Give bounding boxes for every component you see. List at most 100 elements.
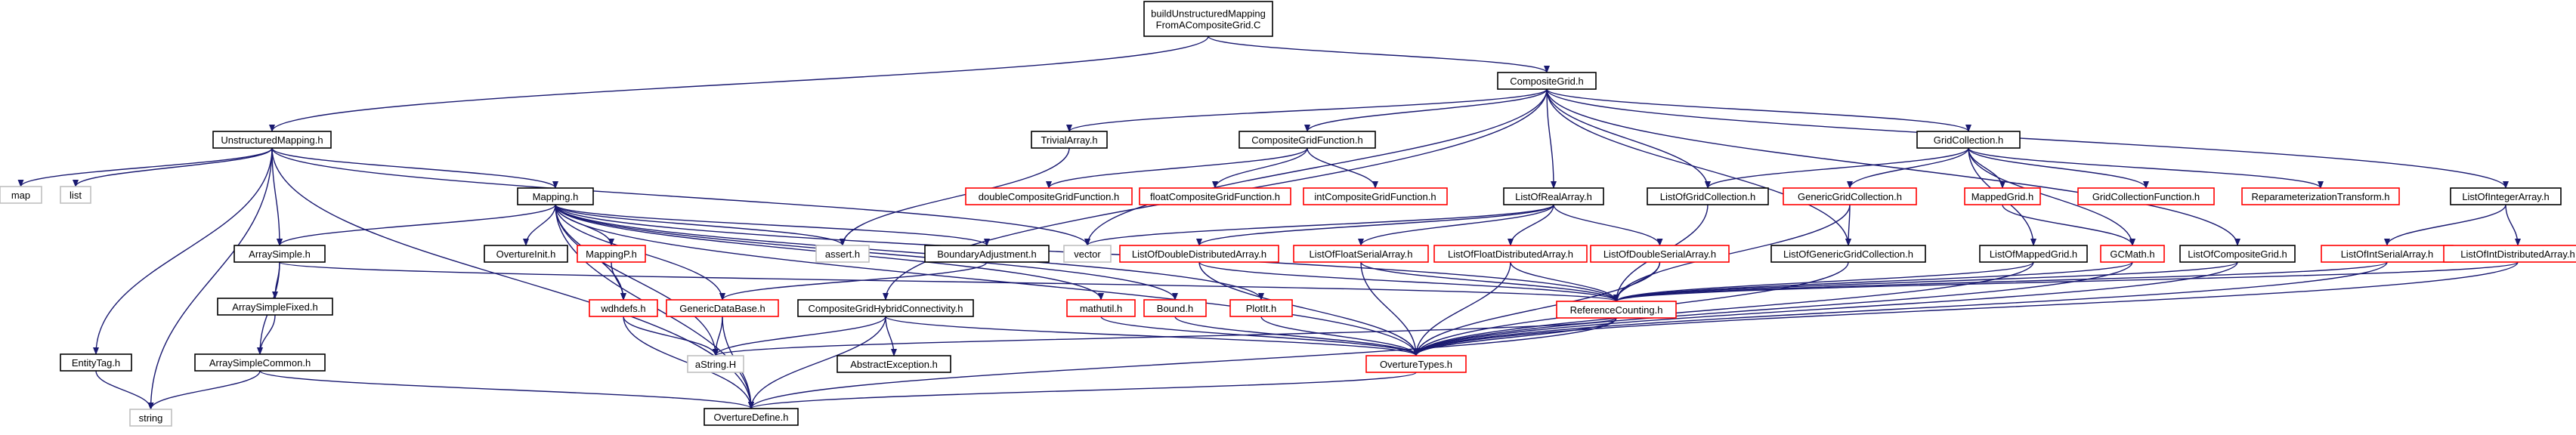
edge-lora-to-vector: [1084, 204, 1554, 246]
edge-cg-to-loia: [1546, 88, 2509, 189]
node-box: [1293, 245, 1429, 263]
node-listofgenericgridcollection-h[interactable]: ListOfGenericGridCollection.h: [1770, 245, 1926, 263]
node-label: MappingP.h: [586, 248, 637, 260]
node-mapping-h[interactable]: Mapping.h: [517, 187, 594, 205]
node-label: GenericDataBase.h: [679, 303, 765, 314]
node-string[interactable]: string: [129, 409, 172, 427]
node-buildunstructuredmapping-fromacompositegrid-c[interactable]: buildUnstructuredMappingFromACompositeGr…: [1143, 1, 1273, 37]
node-mappedgrid-h[interactable]: MappedGrid.h: [1964, 187, 2041, 205]
node-doublecompositegridfunction-h[interactable]: doubleCompositeGridFunction.h: [965, 187, 1133, 205]
node-box: [1590, 245, 1730, 263]
node-trivialarray-h[interactable]: TrivialArray.h: [1031, 131, 1108, 149]
edge-gridcollection-to-logc: [1705, 147, 1969, 189]
edge-boundaryadjustment-to-genericdatabase: [719, 261, 988, 301]
node-assert-h[interactable]: assert.h: [815, 245, 870, 263]
node-mathutil-h[interactable]: mathutil.h: [1066, 299, 1136, 317]
node-bound-h[interactable]: Bound.h: [1143, 299, 1207, 317]
edge-arraysimple-to-refcount: [279, 261, 1619, 302]
node-box: [1239, 131, 1376, 149]
node-label: PlotIt.h: [1246, 303, 1276, 314]
node-listofintserialarray-h[interactable]: ListOfIntSerialArray.h: [2321, 245, 2454, 263]
node-abstractexception-h[interactable]: AbstractException.h: [837, 355, 951, 373]
node-box: [1433, 245, 1588, 263]
node-box: [1229, 299, 1293, 317]
node-arraysimplefixed-h[interactable]: ArraySimpleFixed.h: [217, 298, 333, 316]
node-listofmappedgrid-h[interactable]: ListOfMappedGrid.h: [1979, 245, 2088, 263]
node-map[interactable]: map: [0, 186, 42, 204]
node-box: [1964, 187, 2041, 205]
node-listofgridcollection-h[interactable]: ListOfGridCollection.h: [1647, 187, 1769, 205]
node-listofdoubleserialarray-h[interactable]: ListOfDoubleSerialArray.h: [1590, 245, 1730, 263]
node-box: [687, 355, 744, 373]
node-overturedefine-h[interactable]: OvertureDefine.h: [704, 408, 799, 426]
node-box: [1365, 355, 1467, 373]
node-wdhdefs-h[interactable]: wdhdefs.h: [589, 299, 658, 317]
node-gcmath-h[interactable]: GCMath.h: [2100, 245, 2165, 263]
edge-loidist-to-refcount: [1613, 261, 2519, 302]
edge-um-to-vector: [271, 147, 1090, 246]
edge-mapping-to-overturetypes: [555, 204, 1419, 356]
node-list[interactable]: list: [60, 186, 91, 204]
edge-entitytag-to-string: [95, 370, 154, 410]
node-unstructuredmapping-h[interactable]: UnstructuredMapping.h: [212, 131, 332, 149]
node-gridcollectionfunction-h[interactable]: GridCollectionFunction.h: [2077, 187, 2215, 205]
node-genericdatabase-h[interactable]: GenericDataBase.h: [666, 299, 779, 317]
node-gridcollection-h[interactable]: GridCollection.h: [1916, 131, 2021, 149]
node-floatcompositegridfunction-h[interactable]: floatCompositeGridFunction.h: [1139, 187, 1291, 205]
node-astring-h[interactable]: aString.H: [687, 355, 744, 373]
node-box: [1783, 187, 1917, 205]
node-listofrealarray-h[interactable]: ListOfRealArray.h: [1503, 187, 1604, 205]
node-reparameterizationtransform-h[interactable]: ReparameterizationTransform.h: [2241, 187, 2400, 205]
node-intcompositegridfunction-h[interactable]: intCompositeGridFunction.h: [1303, 187, 1448, 205]
node-box: [1063, 245, 1112, 263]
node-arraysimplecommon-h[interactable]: ArraySimpleCommon.h: [194, 353, 326, 372]
node-vector[interactable]: vector: [1063, 245, 1112, 263]
node-listofcompositegrid-h[interactable]: ListOfCompositeGrid.h: [2179, 245, 2296, 263]
edge-cg-to-cgf: [1304, 88, 1548, 132]
edge-loiser-to-refcount: [1613, 261, 2388, 302]
edge-gridcollection-to-genericgridcollection: [1847, 147, 1969, 189]
node-listoffloatdistributedarray-h[interactable]: ListOfFloatDistributedArray.h: [1433, 245, 1588, 263]
node-entitytag-h[interactable]: EntityTag.h: [60, 353, 132, 372]
edge-refcount-to-overturedefine: [748, 317, 1617, 409]
node-arraysimple-h[interactable]: ArraySimple.h: [233, 245, 326, 263]
node-compositegridfunction-h[interactable]: CompositeGridFunction.h: [1239, 131, 1376, 149]
node-box: [1503, 187, 1604, 205]
node-mappingp-h[interactable]: MappingP.h: [577, 245, 646, 263]
node-label: OvertureInit.h: [496, 248, 556, 260]
node-box: [1143, 1, 1273, 37]
node-listofdoubledistributedarray-h[interactable]: ListOfDoubleDistributedArray.h: [1119, 245, 1279, 263]
edge-mapping-to-boundaryadjustment: [555, 204, 990, 246]
edge-lofser-to-refcount: [1360, 261, 1619, 302]
node-referencecounting-h[interactable]: ReferenceCounting.h: [1556, 301, 1677, 319]
node-box: [212, 131, 332, 149]
node-genericgridcollection-h[interactable]: GenericGridCollection.h: [1783, 187, 1917, 205]
edge-refcount-to-astring: [713, 317, 1617, 356]
node-listofintdistributedarray-h[interactable]: ListOfIntDistributedArray.h: [2443, 245, 2576, 263]
node-listoffloatserialarray-h[interactable]: ListOfFloatSerialArray.h: [1293, 245, 1429, 263]
edge-cghc-to-overturedefine: [748, 316, 886, 409]
node-compositegrid-h[interactable]: CompositeGrid.h: [1497, 72, 1597, 90]
node-label: doubleCompositeGridFunction.h: [979, 191, 1119, 202]
node-compositegridhybridconnectivity-h[interactable]: CompositeGridHybridConnectivity.h: [797, 299, 974, 317]
edge-loiser-to-overturetypes: [1413, 261, 2388, 356]
node-label: aString.H: [695, 359, 736, 370]
edge-um-to-arraysimple: [271, 147, 283, 246]
node-label: MappedGrid.h: [1971, 191, 2033, 202]
edge-lodser-to-overturetypes: [1413, 261, 1661, 356]
node-plotit-h[interactable]: PlotIt.h: [1229, 299, 1293, 317]
edge-lofser-to-overturetypes: [1360, 261, 1419, 356]
node-label: mathutil.h: [1080, 303, 1122, 314]
node-label: GCMath.h: [2110, 248, 2154, 260]
node-overtureinit-h[interactable]: OvertureInit.h: [484, 245, 568, 263]
node-box: [704, 408, 799, 426]
edge-gridcollection-to-gridcollectionfunction: [1968, 147, 2149, 189]
node-box: [589, 299, 658, 317]
node-overturetypes-h[interactable]: OvertureTypes.h: [1365, 355, 1467, 373]
node-listofintegerarray-h[interactable]: ListOfIntegerArray.h: [2450, 187, 2562, 205]
node-boundaryadjustment-h[interactable]: BoundaryAdjustment.h: [924, 245, 1050, 263]
node-box: [194, 353, 326, 372]
node-label: ListOfRealArray.h: [1515, 191, 1592, 202]
edges-layer: [17, 35, 2521, 410]
